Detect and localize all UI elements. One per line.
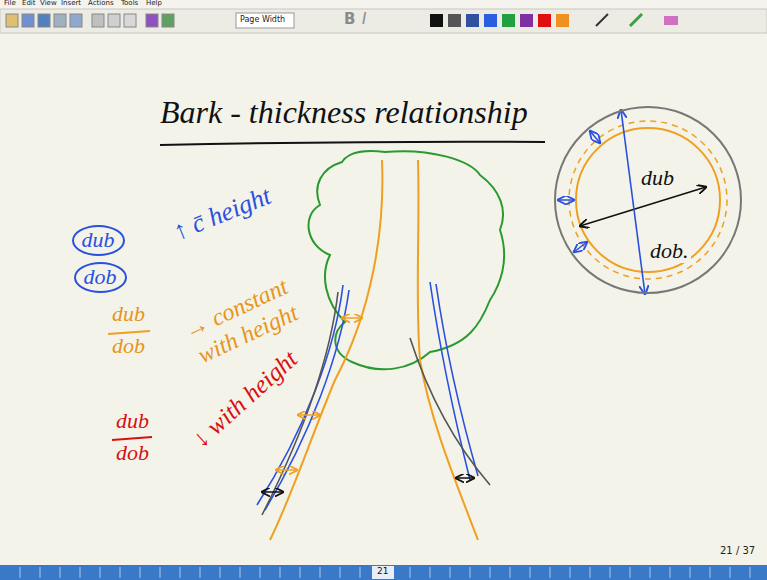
bark-line [410,338,490,485]
tool-icon [124,14,136,27]
tool-icon [54,14,66,27]
tool-icon [162,14,174,27]
toolbar [0,9,767,33]
menu-bar [0,0,767,9]
current-page-box [372,566,394,579]
menu-item: Tools [121,0,138,7]
dub-arrow [580,187,706,226]
bark-line [436,284,478,476]
bark-arrow [558,199,574,201]
bark-arrow [590,131,600,143]
toolbar-text: 21 / 37 [720,545,755,557]
color-swatch [538,14,551,27]
diameter-label: dob. [648,238,691,263]
dob-arrow [621,110,645,294]
thickness-arrow [262,491,283,493]
color-swatch [466,14,479,27]
term-text: dub [82,228,115,252]
pen-icon [596,14,608,26]
tool-icon [38,14,50,27]
thickness-arrow [456,477,474,479]
fraction-bar [112,437,152,440]
bark-outline [553,105,743,295]
tool-icon [108,14,120,27]
circled-term: dub [72,225,125,256]
term-text: dob [84,265,117,289]
color-swatch [556,14,569,27]
note-text: ↑ c̄ height [169,181,275,247]
menu-item: View [40,0,57,7]
title-underline [160,142,545,145]
note-text: dub [112,301,145,326]
menu-item: File [4,0,16,7]
toolbar-text: Page Width [240,15,285,24]
thickness-arrow [342,317,362,319]
toolbar-text: 21 [377,566,388,576]
highlighter-icon [630,14,642,26]
toolbar-icons [6,13,678,28]
tree-crown [309,151,505,369]
wood-circle [576,128,720,272]
slide-title: Bark - thickness relationship [160,94,528,131]
circled-term: dob [74,262,127,293]
tool-icon [92,14,104,27]
diameter-label: dub [639,165,676,190]
bark-circle [555,107,741,293]
toolbar-text: I [362,11,366,28]
menu-item: Insert [61,0,81,7]
tool-icon [6,14,18,27]
color-swatch [430,14,443,27]
note-text: dob [112,333,145,358]
toolbar-text: B [344,11,355,28]
menu-item: Help [146,0,162,7]
menu-item: Edit [22,0,36,7]
bark-arrow [574,242,587,252]
note-text: dub [116,408,149,433]
thickness-arrow [276,469,297,471]
tool-icon [146,14,158,27]
tool-icon [22,14,34,27]
zoom-dropdown [236,13,294,28]
thickness-arrow [298,414,320,416]
tool-icon [70,14,82,27]
color-swatch [448,14,461,27]
page-strip [0,565,767,580]
note-text: dob [116,440,149,465]
menu-item: Actions [88,0,114,7]
eraser-icon [664,16,678,25]
stem-cross-section: dub dob. [553,105,743,295]
color-swatch [520,14,533,27]
wood-outline [418,160,478,540]
color-swatch [484,14,497,27]
page-ticks [20,567,750,578]
color-swatch [502,14,515,27]
cambium-circle [569,121,727,279]
